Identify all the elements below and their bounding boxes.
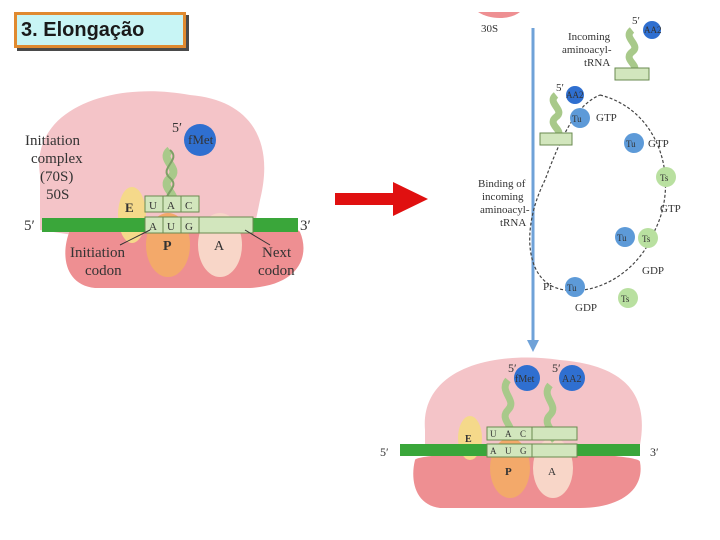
bottom-anticodon-a: A [505,429,512,439]
gtp-ts-label: GTP [660,203,681,215]
cycle-arc [529,94,667,292]
bottom-codon-u: U [505,446,512,456]
mrna-5prime: 5′ [24,218,35,234]
incoming-label-1: Incoming [568,31,611,43]
bottom-site-p: P [505,466,512,478]
initiation-complex: fMet 5′ U A C A U G 5′ 3′ E P A Initiati… [24,91,311,288]
anticodon-c: C [185,200,192,212]
top-ribosome-label: 30S [481,23,498,35]
ts-top-label: Ts [660,173,669,183]
complex-label-1: Initiation [25,133,80,149]
bottom-anticodon-u: U [490,429,497,439]
bottom-trna1-5prime: 5′ [508,361,517,375]
binding-label-3: aminoacyl- [480,204,530,216]
mrna-3prime: 3′ [300,218,311,234]
bottom-mrna-5prime: 5′ [380,445,389,459]
tu-right-label: Tu [626,139,636,149]
gtp-bound-label: GTP [596,112,617,124]
anticodon-u: U [149,200,157,212]
codon-g: G [185,221,193,233]
site-e-label: E [125,200,134,215]
ts-bottom-label: Ts [621,294,630,304]
complex-label-4: 50S [46,187,69,203]
fmet-amino-acid [184,124,216,156]
binding-label-1: Binding of [478,178,526,190]
bottom-large-subunit [424,357,642,445]
initiation-codon-label-2: codon [85,263,122,279]
tu-gdp-label: Tu [567,283,577,293]
tu-bound-label: Tu [572,114,582,124]
bottom-anticodon-c: C [520,429,526,439]
gdp-right-label: GDP [642,265,664,277]
trna-mid-5prime: 5′ [556,82,564,94]
initiation-codon-label-1: Initiation [70,245,125,261]
slide-title-text: 3. Elongação [21,19,145,41]
tu-bound [570,108,590,128]
binding-label-2: incoming [482,191,524,203]
binding-label-4: tRNA [500,217,526,229]
bottom-aa2-label: AA2 [562,374,581,385]
bottom-mrna-3prime: 3′ [650,445,659,459]
slide-title: 3. Elongação [14,12,186,48]
elongation-complex: fMet 5′ AA2 5′ U A C A U G 5′ 3′ E P A [380,357,659,508]
tu-ts-tu-label: Tu [617,233,627,243]
codon-a: A [149,221,157,233]
aa2-top [643,21,661,39]
complex-label-3: (70S) [40,169,73,185]
aa2-mid-label: AA2 [566,90,584,100]
aa2-top-label: AA2 [644,25,662,35]
bottom-fmet-label: fMet [515,374,535,385]
gdp-bottom-label: GDP [575,302,597,314]
tu-ts-ts-label: Ts [642,234,651,244]
complex-label-2: complex [31,151,83,167]
trna-5prime: 5′ [172,121,182,136]
anticodon-a: A [167,200,175,212]
bottom-site-e: E [465,434,472,445]
top-ribosome-edge [478,12,520,18]
bottom-codon-g: G [520,446,527,456]
pi-label: Pi [543,281,552,293]
fmet-label: fMet [188,132,214,147]
codon-u: U [167,221,175,233]
incoming-label-3: tRNA [584,57,610,69]
site-p-label: P [163,239,172,254]
ef-tu-cycle: 30S Incoming aminoacyl- tRNA AA2 5′ AA2 … [478,12,681,352]
bottom-trna2-5prime: 5′ [552,361,561,375]
bottom-codon-a: A [490,446,497,456]
incoming-label-2: aminoacyl- [562,44,612,56]
next-codon-label-2: codon [258,263,295,279]
bottom-site-a: A [548,466,556,478]
transition-arrow [335,182,428,216]
next-codon-label-1: Next [262,245,292,261]
site-a-label: A [214,239,225,254]
gtp-right-label: GTP [648,138,669,150]
trna-top-5prime: 5′ [632,15,640,27]
